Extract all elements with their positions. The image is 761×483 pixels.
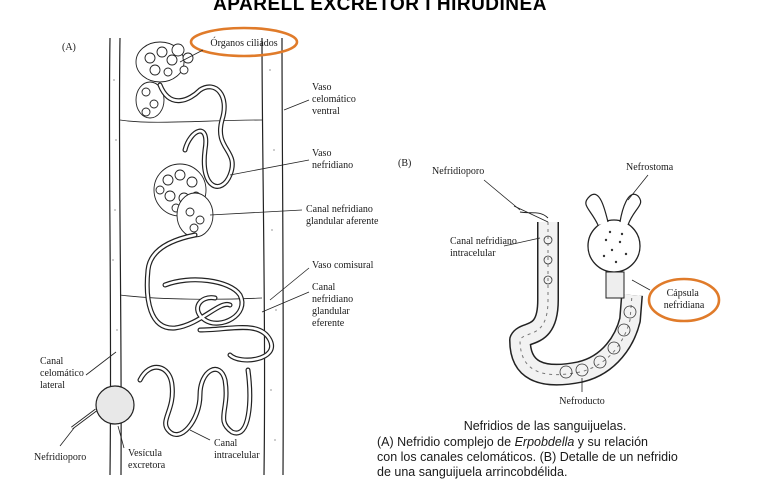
- panel-b: (B): [398, 158, 721, 407]
- label-canal-eferente: Canal nefridiano glandular eferente: [312, 282, 356, 329]
- caption-line-3: de una sanguijuela arrincobdélida.: [377, 465, 567, 479]
- label-canal-intracelular-b: Canal nefridiano intracelular: [450, 236, 519, 259]
- leader-lines-a: [59, 49, 310, 449]
- label-nefridioporo-b: Nefridioporo: [432, 166, 484, 177]
- ciliated-organs: [135, 41, 214, 238]
- highlight-ring-capsula: [647, 277, 721, 323]
- highlight-ring-organos-ciliados: [189, 26, 299, 58]
- label-nefroducto: Nefroducto: [559, 396, 605, 407]
- duct-cells: [543, 235, 637, 379]
- page-header: APARELL EXCRETOR I HIRUDÍNEA: [213, 0, 547, 15]
- nephridiopore-opening: [513, 205, 549, 223]
- caption-title: Nefridios de las sanguijuelas.: [464, 419, 627, 433]
- caption-line-1: (A) Nefridio complejo de Erpobdella y su…: [377, 435, 648, 449]
- excretory-vesicle: [71, 385, 135, 430]
- label-canal-intracelular-a: Canal intracelular: [214, 438, 260, 461]
- label-vaso-nefridiano: Vaso nefridiano: [312, 148, 353, 171]
- label-vaso-comisural: Vaso comisural: [312, 260, 374, 271]
- label-vaso-celomatico-ventral: Vaso celomático ventral: [312, 82, 358, 117]
- leader-lines-b: [483, 174, 651, 392]
- label-nefrostoma: Nefrostoma: [626, 162, 674, 173]
- label-vesicula-excretora: Vesícula excretora: [128, 448, 166, 471]
- label-canal-aferente: Canal nefridiano glandular aferente: [306, 204, 379, 227]
- caption-line-2: con los canales celomáticos. (B) Detalle…: [377, 450, 678, 464]
- panel-a: (A): [34, 26, 379, 476]
- nephroduct: [509, 222, 643, 386]
- label-organos-ciliados: Órganos ciliados: [210, 37, 277, 49]
- figure-caption: Nefridios de las sanguijuelas. (A) Nefri…: [377, 419, 678, 479]
- tissue-texture: [112, 69, 277, 441]
- panel-a-letter: (A): [62, 42, 76, 53]
- nephridial-capsule: [585, 193, 642, 299]
- nephridial-tubules-inner: [138, 83, 273, 436]
- panel-b-letter: (B): [398, 158, 411, 169]
- label-nefridioporo-a: Nefridioporo: [34, 452, 86, 463]
- label-canal-celomatico-lateral: Canal celomático lateral: [40, 356, 86, 391]
- label-capsula-nefridiana: Cápsula nefridiana: [664, 288, 705, 311]
